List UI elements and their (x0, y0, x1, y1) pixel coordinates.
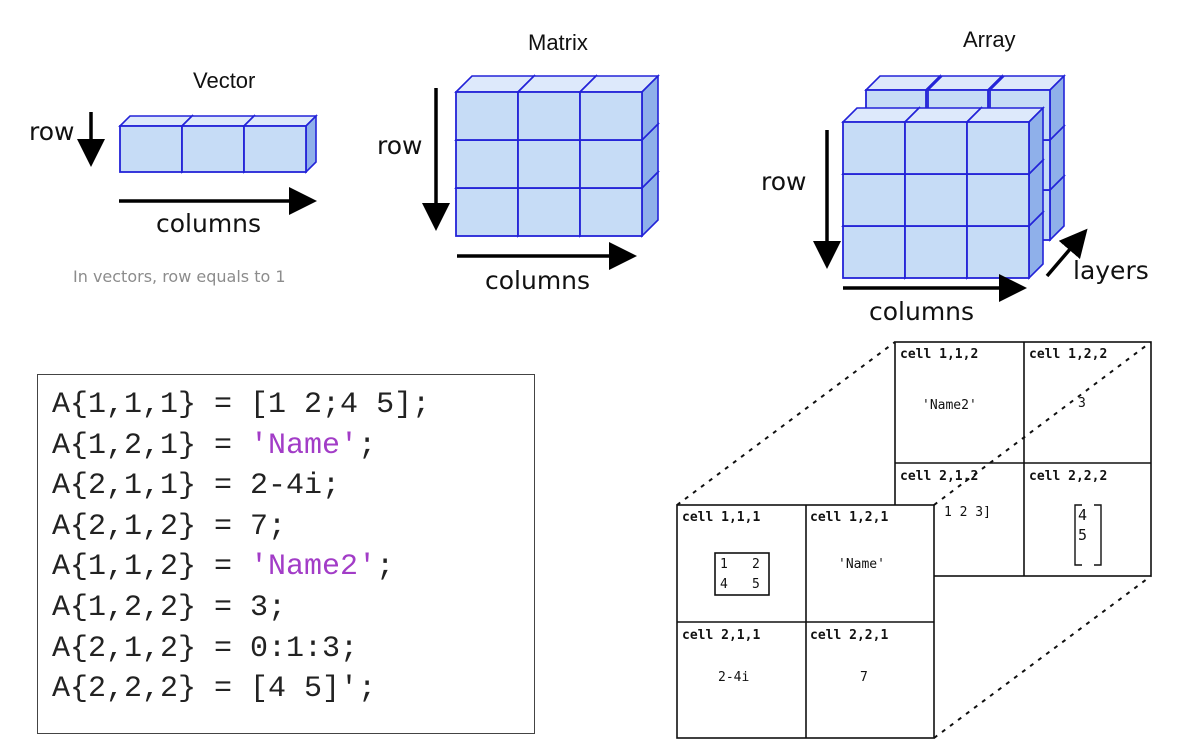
cell-tag-1-1-1: cell 1,1,1 (682, 510, 761, 525)
cell-value-1-1-2: 'Name2' (922, 398, 977, 413)
cube-front-face (455, 187, 519, 237)
vector-note: In vectors, row equals to 1 (73, 267, 286, 286)
cell-matrix-2-2: 5 (752, 577, 760, 592)
cell-value-2-1-1: 2-4i (718, 670, 750, 685)
cell-tag-1-2-2: cell 1,2,2 (1029, 347, 1108, 362)
array-row-label: row (761, 167, 807, 196)
cube-front-face (243, 125, 307, 173)
cube-top-face (180, 115, 256, 127)
cell-value-2-2-2-bottom: 5 (1078, 526, 1088, 544)
code-line: A{2,1,2} = 0:1:3; (52, 631, 359, 666)
code-listing: A{1,1,1} = [1 2;4 5]; A{1,2,1} = 'Name'; A… (37, 374, 535, 734)
cube-front-face (966, 225, 1030, 279)
cube-front-face (966, 173, 1030, 227)
matrix-columns-label: columns (485, 266, 591, 295)
code-line: A{2,2,2} = [4 5]'; (52, 672, 377, 707)
cube-top-face (118, 115, 194, 127)
cell-matrix-2-1: 4 (720, 577, 728, 592)
cube-front-face (455, 91, 519, 141)
cube-front-face (842, 173, 906, 227)
cube-front-face (517, 91, 581, 141)
column-bracket-left (1074, 504, 1082, 566)
cube-front-face (579, 139, 643, 189)
array-layers-label: layers (1073, 256, 1149, 285)
matrix-row-label: row (377, 131, 423, 160)
cube-front-face (517, 187, 581, 237)
cell-matrix-1-1: 1 (720, 557, 728, 572)
code-line: A{1,1,2} = 'Name2'; (52, 550, 395, 585)
cube-front-face (842, 225, 906, 279)
cell-value-1-2-1: 'Name' (838, 557, 885, 572)
vector-row-label: row (29, 117, 75, 146)
cube-front-face (579, 91, 643, 141)
cell-tag-2-2-1: cell 2,2,1 (810, 628, 889, 643)
code-line: A{2,1,1} = 2-4i; (52, 469, 341, 504)
cell-tag-1-1-2: cell 1,1,2 (900, 347, 979, 362)
cube-front-face (455, 139, 519, 189)
code-line: A{2,1,2} = 7; (52, 509, 287, 544)
cell-tag-2-2-2: cell 2,2,2 (1029, 469, 1108, 484)
cell-value-2-1-2: 1 2 3] (944, 505, 991, 520)
array-columns-label: columns (869, 297, 975, 326)
vector-columns-label: columns (156, 209, 262, 238)
cube-front-face (579, 187, 643, 237)
cube-front-face (181, 125, 245, 173)
vector-title: Vector (193, 68, 256, 93)
code-line: A{1,1,1} = [1 2;4 5]; (52, 388, 431, 422)
cell-value-2-2-1: 7 (860, 670, 868, 685)
array-title: Array (963, 27, 1016, 52)
code-line: A{1,2,1} = 'Name'; (52, 428, 377, 463)
cube-side-face (305, 114, 317, 174)
cell-value-1-2-2: 3 (1078, 396, 1086, 411)
cube-front-face (966, 121, 1030, 175)
perspective-line (676, 341, 896, 506)
back-layer-grid (894, 341, 1152, 577)
cube-front-face (904, 173, 968, 227)
array-layers-arrow (1045, 228, 1088, 278)
cell-tag-2-1-1: cell 2,1,1 (682, 628, 761, 643)
column-bracket-right (1094, 504, 1102, 566)
cube-top-face (242, 115, 318, 127)
code-line: A{1,2,2} = 3; (52, 590, 287, 625)
cell-tag-2-1-2: cell 2,1,2 (900, 469, 979, 484)
cell-value-2-2-2-top: 4 (1078, 506, 1088, 524)
cell-tag-1-2-1: cell 1,2,1 (810, 510, 889, 525)
cube-front-face (842, 121, 906, 175)
cube-front-face (119, 125, 183, 173)
cube-front-face (904, 121, 968, 175)
cube-front-face (517, 139, 581, 189)
cell-matrix-1-2: 2 (752, 557, 760, 572)
matrix-title: Matrix (528, 30, 588, 55)
matrix-bracket-box (714, 552, 770, 596)
perspective-line (933, 575, 1152, 739)
cube-front-face (904, 225, 968, 279)
